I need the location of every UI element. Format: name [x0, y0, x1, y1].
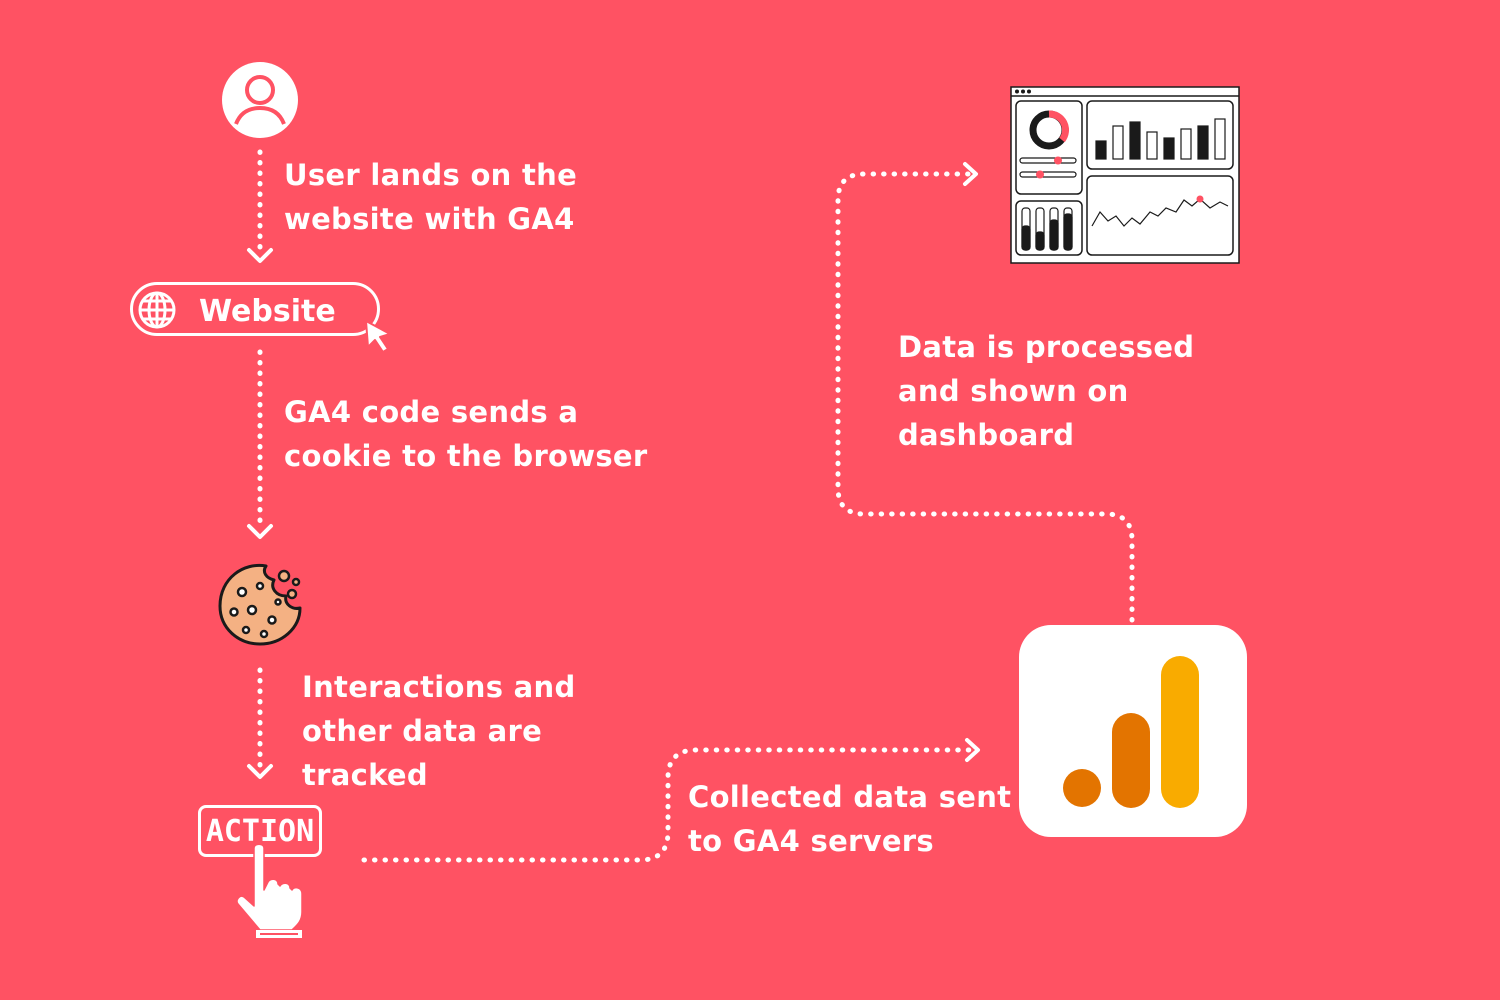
step-collected-line-1: Collected data sent — [688, 780, 1012, 814]
website-pill: Website — [130, 282, 380, 336]
user-avatar-icon — [222, 62, 298, 138]
step-tracked-line-3: tracked — [302, 758, 428, 792]
ga4-logo-tile — [1019, 625, 1247, 837]
step-user-lands-line-1: User lands on the — [284, 158, 578, 192]
step-tracked: Interactions and other data are tracked — [302, 665, 576, 797]
website-label: Website — [199, 294, 336, 329]
arrowhead-right-ga — [965, 738, 980, 762]
arrowhead-down-1 — [247, 248, 273, 263]
step-processed-line-3: dashboard — [898, 418, 1075, 452]
step-processed-line-2: and shown on — [898, 374, 1129, 408]
action-label: ACTION — [205, 814, 315, 849]
step-collected: Collected data sent to GA4 servers — [688, 775, 1011, 863]
step-user-lands-line-2: website with GA4 — [284, 202, 575, 236]
dashboard-illustration — [1010, 86, 1240, 264]
step-processed: Data is processed and shown on dashboard — [898, 325, 1194, 457]
connector-action-to-ga — [361, 747, 973, 863]
bitten-cookie-icon — [218, 563, 302, 646]
google-analytics-logo — [1063, 656, 1199, 808]
step-processed-line-1: Data is processed — [898, 330, 1195, 364]
step-cookie-sent-line-1: GA4 code sends a — [284, 395, 579, 429]
step-tracked-line-1: Interactions and — [302, 670, 576, 704]
step-cookie-sent-line-2: cookie to the browser — [284, 439, 648, 473]
step-user-lands: User lands on the website with GA4 — [284, 153, 577, 241]
pointing-hand-icon — [236, 843, 303, 938]
step-cookie-sent: GA4 code sends a cookie to the browser — [284, 390, 648, 478]
connector-ga-to-dashboard — [835, 171, 1135, 623]
step-tracked-line-2: other data are — [302, 714, 543, 748]
arrowhead-right-dashboard — [963, 162, 978, 186]
globe-icon — [138, 291, 176, 329]
mouse-cursor-icon — [365, 320, 391, 353]
arrowhead-down-2 — [247, 524, 273, 539]
arrowhead-down-3 — [247, 764, 273, 779]
step-collected-line-2: to GA4 servers — [688, 824, 934, 858]
